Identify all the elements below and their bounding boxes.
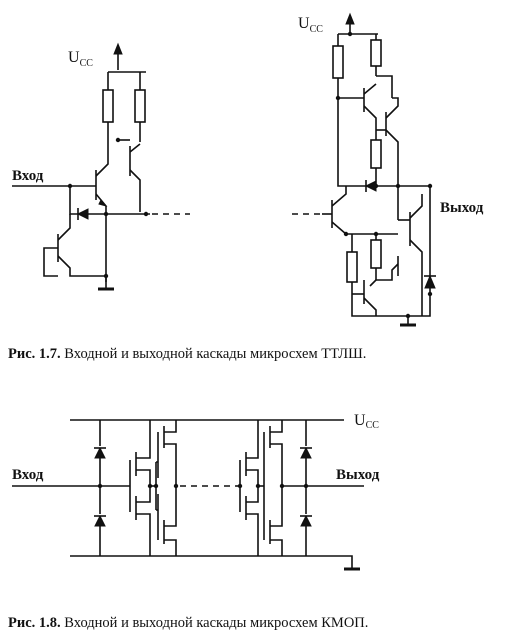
cmos-output-label: Выход [336, 467, 380, 483]
figure-1-8-caption: Рис. 1.8. Входной и выходной каскады мик… [8, 615, 368, 631]
ttl-output-stage: UCC Выход [292, 12, 484, 327]
resistor-r2 [134, 89, 146, 123]
resistor-r7 [370, 239, 382, 269]
resistor-r3 [332, 45, 344, 79]
resistor-r5 [370, 139, 382, 169]
right-output-label: Выход [440, 200, 484, 216]
resistor-r1 [102, 89, 114, 123]
figure-1-7-caption: Рис. 1.7. Входной и выходной каскады мик… [8, 346, 366, 362]
left-supply-label: UCC [68, 49, 93, 69]
cmos-supply-label: UCC [354, 412, 379, 431]
ttl-input-stage: UCC Вход [12, 42, 190, 291]
resistor-r4 [370, 39, 382, 67]
resistor-r6 [346, 251, 358, 283]
cmos-input-label: Вход [12, 467, 44, 483]
right-supply-label: UCC [298, 15, 323, 35]
left-input-label: Вход [12, 168, 44, 184]
cmos-stages: UCC Вход [12, 412, 380, 571]
